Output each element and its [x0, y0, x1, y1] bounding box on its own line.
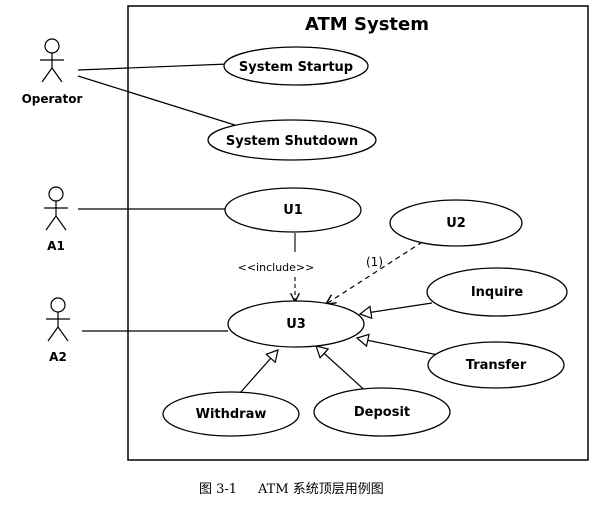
use-case-deposit[interactable]: Deposit — [313, 387, 451, 437]
use-case-u3-label: U3 — [286, 317, 306, 332]
use-case-transfer-label: Transfer — [466, 358, 527, 373]
include-label: <<include>> — [238, 261, 315, 274]
use-case-u2-label: U2 — [446, 216, 466, 231]
use-case-u3[interactable]: U3 — [227, 300, 365, 348]
use-case-withdraw[interactable]: Withdraw — [162, 391, 300, 437]
use-case-system-startup[interactable]: System Startup — [223, 46, 369, 86]
use-case-inquire[interactable]: Inquire — [426, 267, 568, 317]
generalization-transfer-u3 — [357, 338, 439, 356]
use-case-system-startup-label: System Startup — [239, 60, 353, 75]
actor-operator-label: Operator — [22, 92, 83, 106]
association-operator-shutdown — [77, 75, 239, 127]
generalization-inquire-u3 — [360, 302, 433, 314]
use-case-transfer[interactable]: Transfer — [427, 341, 565, 389]
generalization-withdraw-u3 — [239, 350, 278, 394]
system-boundary — [127, 5, 589, 461]
use-case-system-shutdown-label: System Shutdown — [226, 134, 358, 149]
association-operator-startup — [77, 63, 229, 71]
unknown-relation-label: (1) — [366, 255, 383, 269]
generalization-deposit-u3 — [316, 346, 371, 396]
actor-a2-label: A2 — [49, 350, 67, 364]
use-case-inquire-label: Inquire — [471, 285, 524, 300]
actor-a1-label: A1 — [47, 239, 65, 253]
use-case-deposit-label: Deposit — [354, 405, 410, 420]
use-case-u2[interactable]: U2 — [389, 199, 523, 247]
use-case-u1-label: U1 — [283, 203, 303, 218]
actor-a1: A1 — [44, 186, 68, 253]
unknown-relation — [326, 236, 431, 304]
figure-caption-number: 图 3-1 — [199, 482, 237, 497]
figure-caption-text: ATM 系统顶层用例图 — [257, 482, 384, 497]
actor-a2: A2 — [46, 297, 70, 364]
system-title: ATM System — [305, 14, 429, 35]
use-case-system-shutdown[interactable]: System Shutdown — [207, 119, 377, 161]
use-case-u1[interactable]: U1 — [224, 187, 362, 233]
use-case-withdraw-label: Withdraw — [196, 407, 267, 422]
actor-operator: Operator — [22, 38, 83, 106]
